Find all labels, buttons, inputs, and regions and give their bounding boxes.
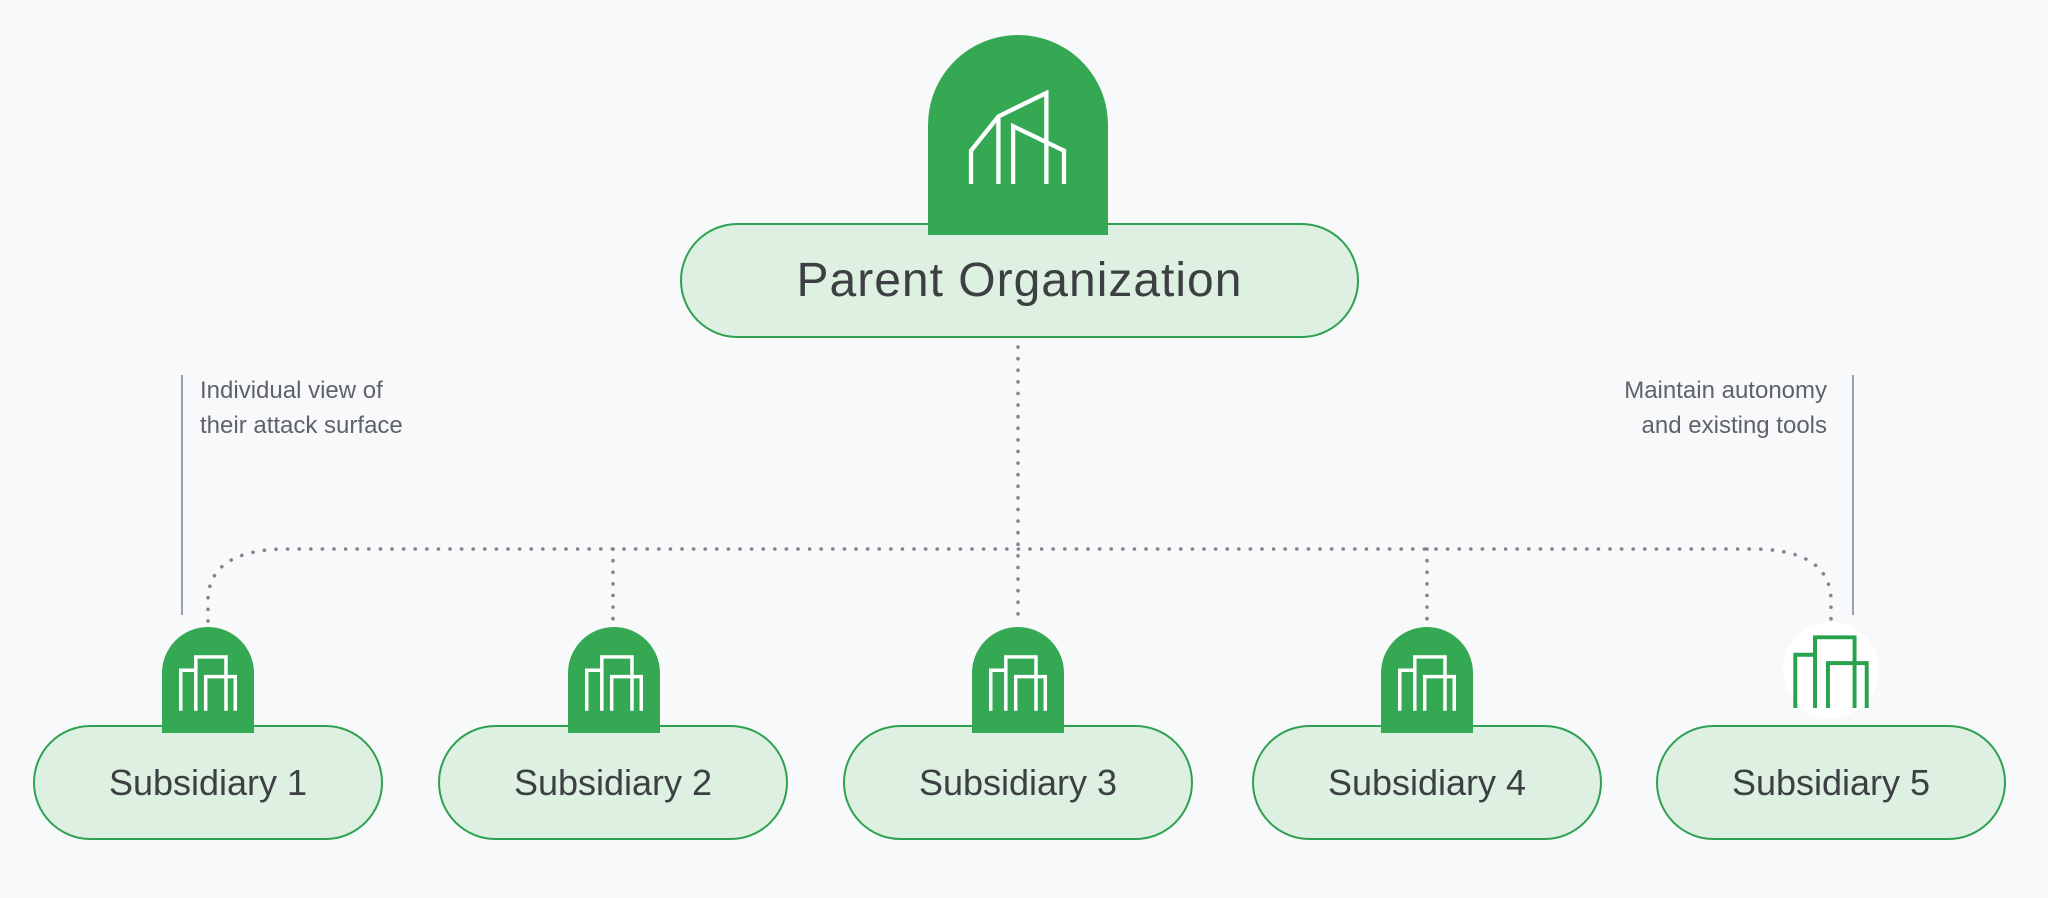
annotation-right-line2: and existing tools: [1641, 412, 1827, 439]
annotation-right: Maintain autonomy and existing tools: [1624, 373, 1827, 443]
subsidiary-4-pill: Subsidiary 4: [1252, 725, 1602, 840]
subsidiary-4-label: Subsidiary 4: [1327, 761, 1527, 803]
parent-icon-badge: [928, 35, 1108, 235]
city-buildings-icon: [585, 655, 643, 711]
city-buildings-icon: [1793, 635, 1869, 708]
subsidiary-3-icon-badge: [972, 627, 1064, 733]
parent-label: Parent Organization: [796, 254, 1243, 307]
subsidiary-1-pill: Subsidiary 1: [33, 725, 383, 840]
city-buildings-icon: [989, 655, 1047, 711]
annotation-line-right: [1852, 375, 1854, 615]
connector-horizontal-rail: [206, 547, 1833, 623]
annotation-left-line1: Individual view of: [200, 377, 383, 404]
parent-pill: Parent Organization: [680, 223, 1359, 338]
subsidiary-2-label: Subsidiary 2: [513, 761, 713, 803]
subsidiary-1-label: Subsidiary 1: [108, 761, 308, 803]
subsidiary-5-pill: Subsidiary 5: [1656, 725, 2006, 840]
annotation-line-left: [181, 375, 183, 615]
annotation-left-line2: their attack surface: [200, 412, 403, 439]
subsidiary-4-icon-badge: [1381, 627, 1473, 733]
subsidiary-5-label: Subsidiary 5: [1731, 761, 1931, 803]
annotation-right-line1: Maintain autonomy: [1624, 377, 1827, 404]
annotation-left: Individual view of their attack surface: [200, 373, 403, 443]
skyline-buildings-icon: [967, 90, 1069, 184]
subsidiary-3-label: Subsidiary 3: [918, 761, 1118, 803]
city-buildings-icon: [1398, 655, 1456, 711]
subsidiary-2-icon-badge: [568, 627, 660, 733]
subsidiary-3-pill: Subsidiary 3: [843, 725, 1193, 840]
subsidiary-5-icon-badge: [1783, 622, 1879, 718]
subsidiary-1-icon-badge: [162, 627, 254, 733]
subsidiary-2-pill: Subsidiary 2: [438, 725, 788, 840]
city-buildings-icon: [179, 655, 237, 711]
